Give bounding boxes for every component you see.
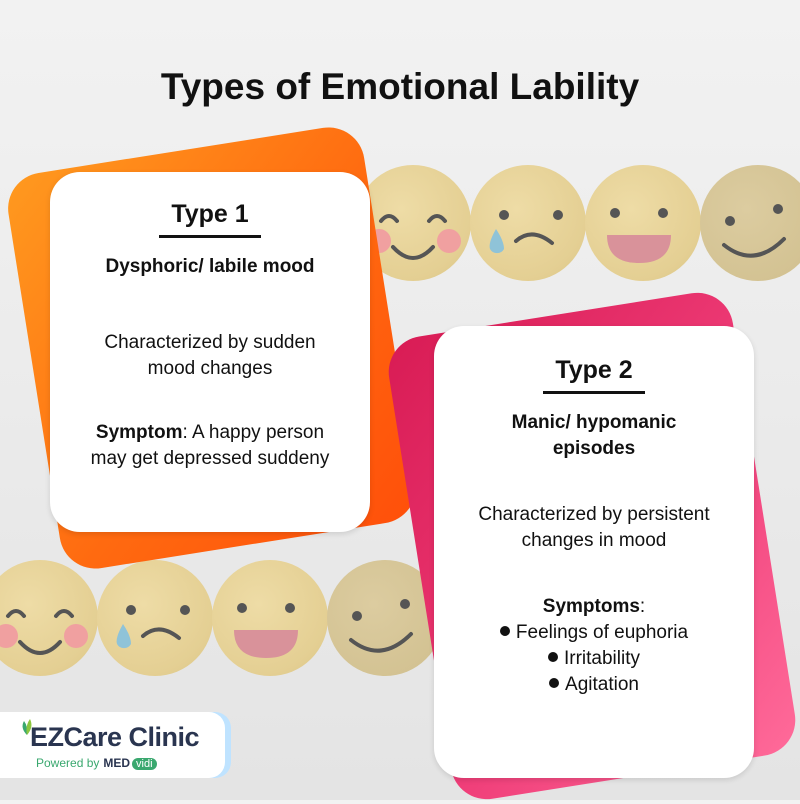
list-item: Irritability xyxy=(434,646,754,672)
logo-name: EZCare Clinic xyxy=(30,722,200,752)
laughing-face-icon xyxy=(585,165,701,281)
leaf-icon xyxy=(22,719,32,735)
type2-subtitle: Manic/ hypomanic episodes xyxy=(434,410,754,462)
logo-vidi: vidi xyxy=(132,758,157,770)
page-title: Types of Emotional Lability xyxy=(160,66,640,107)
happy-face-icon xyxy=(0,560,98,676)
bullet-icon xyxy=(547,652,558,662)
type1-description-line2: mood changes xyxy=(147,358,273,379)
type1-symptom-text-line2: may get depressed suddeny xyxy=(90,448,330,469)
type1-description-line1: Characterized by sudden xyxy=(104,332,316,353)
type1-symptom-label: Symptom xyxy=(95,422,183,443)
bullet-icon xyxy=(499,626,510,636)
sad-face-icon xyxy=(97,560,213,676)
sad-face-icon xyxy=(470,165,586,281)
type2-symptoms: Symptoms: Feelings of euphoria Irritabil… xyxy=(434,594,754,698)
type2-symptoms-label: Symptoms xyxy=(542,596,640,617)
type2-heading: Type 2 xyxy=(543,356,645,394)
laughing-face-icon xyxy=(212,560,328,676)
bullet-icon xyxy=(549,678,560,688)
type1-heading: Type 1 xyxy=(159,200,261,238)
type2-description-line2: changes in mood xyxy=(521,530,667,551)
type2-card: Type 2 Manic/ hypomanic episodes Charact… xyxy=(434,326,754,778)
list-item: Feelings of euphoria xyxy=(434,620,754,646)
type2-description-line1: Characterized by persistent xyxy=(478,504,710,525)
type2-description: Characterized by persistent changes in m… xyxy=(434,502,754,554)
list-item: Agitation xyxy=(434,672,754,698)
type2-subtitle-line1: Manic/ hypomanic xyxy=(511,412,677,433)
logo-med: MED xyxy=(103,756,131,770)
type1-card: Type 1 Dysphoric/ labile mood Characteri… xyxy=(50,172,370,532)
type2-symptoms-colon: : xyxy=(639,596,646,617)
type1-subtitle: Dysphoric/ labile mood xyxy=(105,256,315,277)
type2-symptom-list: Feelings of euphoria Irritability Agitat… xyxy=(434,620,754,698)
type1-symptom-text: : A happy person xyxy=(182,422,325,443)
type2-subtitle-line2: episodes xyxy=(552,438,636,459)
type1-symptom: Symptom: A happy person may get depresse… xyxy=(50,420,370,472)
smiling-face-icon xyxy=(700,165,800,281)
list-item-text: Irritability xyxy=(563,648,640,669)
logo-powered-text: Powered by xyxy=(36,756,100,770)
list-item-text: Agitation xyxy=(565,674,639,695)
list-item-text: Feelings of euphoria xyxy=(515,622,689,643)
type1-description: Characterized by sudden mood changes xyxy=(50,330,370,382)
